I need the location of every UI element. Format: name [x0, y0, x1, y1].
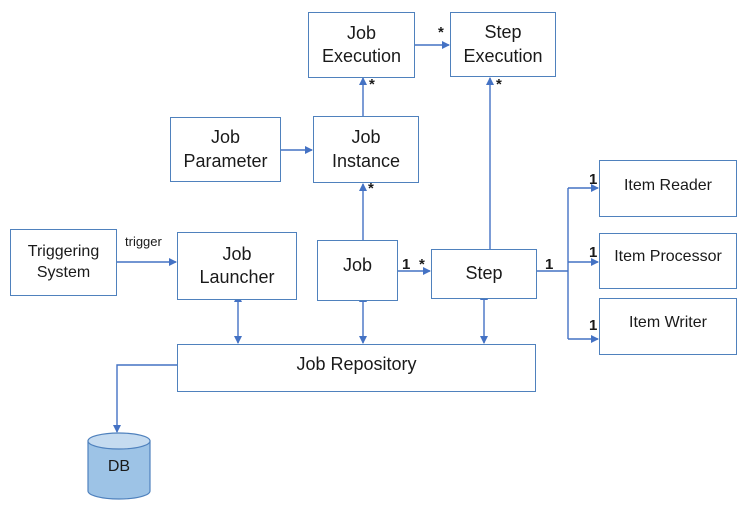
step-execution-line2: Execution — [463, 45, 543, 66]
triggering-system-line2: System — [36, 263, 91, 281]
job-execution-line1: Job — [346, 22, 377, 43]
item-reader-node: Item Reader — [599, 160, 737, 217]
edge-repo-db — [113, 364, 177, 433]
mult-job-step-many: * — [419, 256, 425, 273]
item-writer-label: Item Writer — [629, 314, 707, 331]
job-launcher-line2: Launcher — [199, 267, 275, 287]
step-node: Step — [431, 249, 537, 299]
job-repository-label: Job Repository — [296, 354, 417, 374]
trigger-label: trigger — [125, 234, 162, 249]
mult-reader-one: 1 — [589, 171, 598, 188]
job-launcher-line1: Job — [222, 243, 252, 264]
triggering-system-node: Triggering System — [10, 229, 117, 296]
item-processor-label: Item Processor — [614, 248, 722, 265]
job-parameter-line1: Job — [210, 127, 241, 148]
job-parameter-line2: Parameter — [183, 150, 268, 171]
job-instance-line2: Instance — [331, 150, 401, 171]
job-launcher-node: Job Launcher — [177, 232, 297, 300]
mult-stepexec-below: * — [496, 76, 502, 93]
step-label: Step — [465, 263, 503, 284]
db-label: DB — [107, 458, 131, 475]
triggering-system-line1: Triggering — [27, 242, 100, 260]
job-repository-node: Job Repository — [177, 344, 536, 392]
job-execution-node: Job Execution — [308, 12, 415, 78]
item-reader-label: Item Reader — [623, 177, 713, 194]
job-instance-node: Job Instance — [313, 116, 419, 183]
step-execution-line1: Step — [484, 22, 522, 43]
mult-jobexec-below: * — [369, 76, 375, 93]
job-parameter-node: Job Parameter — [170, 117, 281, 182]
mult-job-step-one: 1 — [402, 256, 411, 273]
job-label: Job — [342, 255, 373, 275]
mult-instance-below: * — [368, 180, 374, 197]
database-cylinder-icon — [87, 432, 151, 500]
mult-step-items-one: 1 — [545, 256, 554, 273]
job-node: Job — [317, 240, 398, 301]
job-execution-line2: Execution — [321, 46, 402, 66]
item-processor-node: Item Processor — [599, 233, 737, 289]
mult-processor-one: 1 — [589, 244, 598, 261]
mult-jobexec-stepexec: * — [438, 24, 444, 41]
item-writer-node: Item Writer — [599, 298, 737, 355]
mult-writer-one: 1 — [589, 317, 598, 334]
job-instance-line1: Job — [351, 127, 381, 148]
step-execution-node: Step Execution — [450, 12, 556, 77]
